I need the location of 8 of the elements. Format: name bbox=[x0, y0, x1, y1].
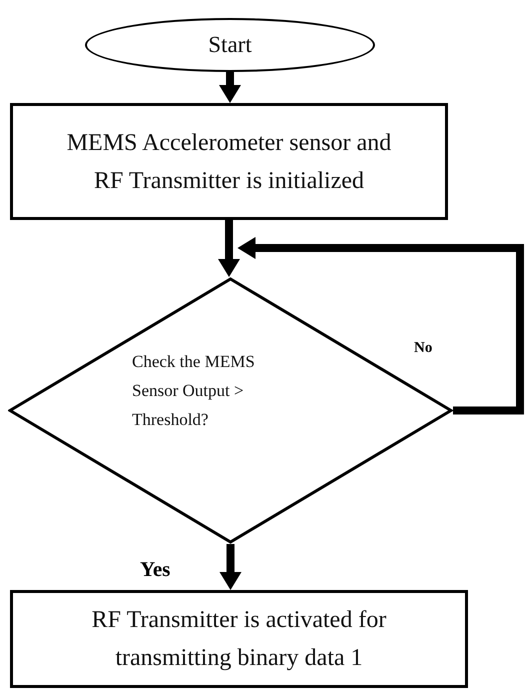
arrow bbox=[238, 237, 524, 414]
arrow bbox=[220, 544, 242, 590]
process-box: MEMS Accelerometer sensor and RF Transmitter is initialized bbox=[10, 103, 448, 220]
decision-text: Check the MEMS Sensor Output > Threshold? bbox=[132, 351, 256, 431]
arrow bbox=[218, 220, 240, 277]
arrow bbox=[219, 72, 241, 103]
process-box: RF Transmitter is activated for transmitting binary data 1 bbox=[10, 590, 468, 688]
start-terminal: Start bbox=[85, 18, 375, 72]
